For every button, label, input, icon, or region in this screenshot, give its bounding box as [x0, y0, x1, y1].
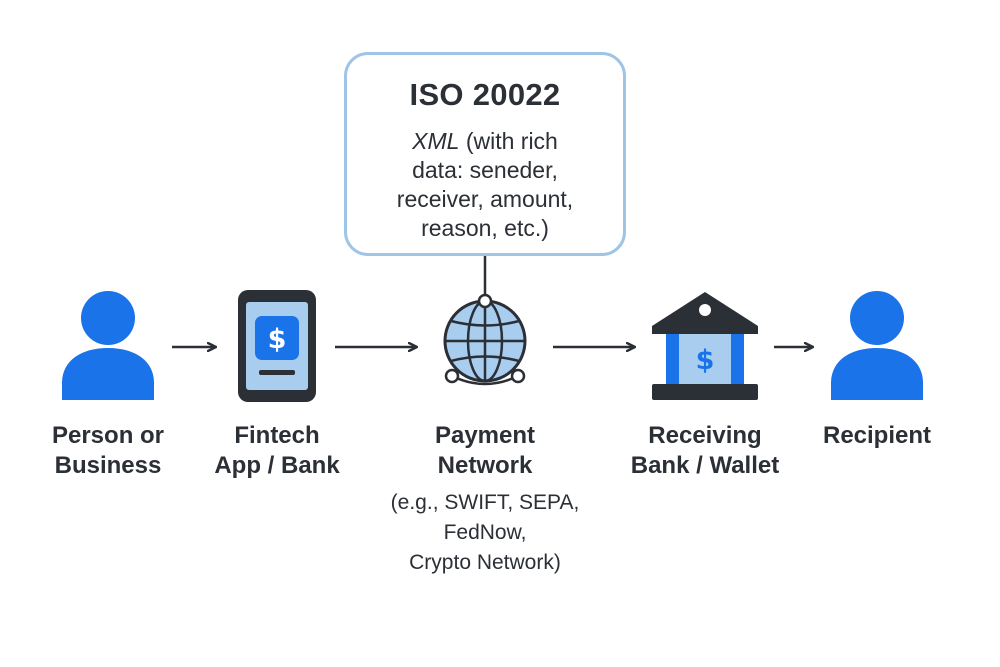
- network-note-line-1: (e.g., SWIFT, SEPA,: [390, 491, 580, 514]
- label-receiving-line-2: Bank / Wallet: [630, 452, 780, 479]
- callout-body: XML (with rich data: seneder, receiver, …: [361, 127, 609, 243]
- callout-xml-term: XML: [412, 128, 460, 154]
- label-network-line-1: Payment: [434, 422, 536, 449]
- phone-dollar-glyph: $: [268, 324, 287, 355]
- smartphone-dollar-icon: $: [238, 290, 316, 402]
- label-person-line-2: Business: [54, 452, 162, 479]
- callout-body-line-2: data: seneder,: [412, 157, 558, 183]
- payment-network-examples: (e.g., SWIFT, SEPA, FedNow, Crypto Netwo…: [375, 488, 595, 578]
- label-recipient: Recipient: [797, 421, 957, 451]
- label-receiving-bank-wallet: Receiving Bank / Wallet: [615, 421, 795, 481]
- bank-building-icon: $: [652, 292, 758, 400]
- network-note-line-2: FedNow,: [443, 521, 527, 544]
- label-person-or-business: Person or Business: [28, 421, 188, 481]
- label-recipient-line-1: Recipient: [822, 422, 932, 449]
- recipient-person-icon: [831, 291, 923, 400]
- callout-body-line-3: receiver, amount,: [396, 186, 574, 212]
- globe-network-icon: [443, 293, 527, 386]
- label-fintech-line-1: Fintech: [234, 422, 320, 449]
- network-note-line-3: Crypto Network): [409, 551, 561, 574]
- bank-dollar-glyph: $: [696, 345, 715, 376]
- callout-body-line-1-rest: (with rich: [459, 128, 558, 154]
- callout-body-line-1: XML (with rich: [361, 127, 609, 156]
- person-icon: [62, 291, 154, 400]
- label-payment-network: Payment Network: [405, 421, 565, 481]
- callout-title: ISO 20022: [409, 77, 561, 112]
- iso-20022-callout: ISO 20022 XML (with rich data: seneder, …: [344, 52, 626, 256]
- label-receiving-line-1: Receiving: [648, 422, 762, 449]
- callout-body-line-4: reason, etc.): [421, 215, 549, 241]
- label-person-line-1: Person or: [51, 422, 165, 449]
- label-fintech-line-2: App / Bank: [214, 452, 340, 479]
- label-network-line-2: Network: [437, 452, 533, 479]
- label-fintech-app-bank: Fintech App / Bank: [197, 421, 357, 481]
